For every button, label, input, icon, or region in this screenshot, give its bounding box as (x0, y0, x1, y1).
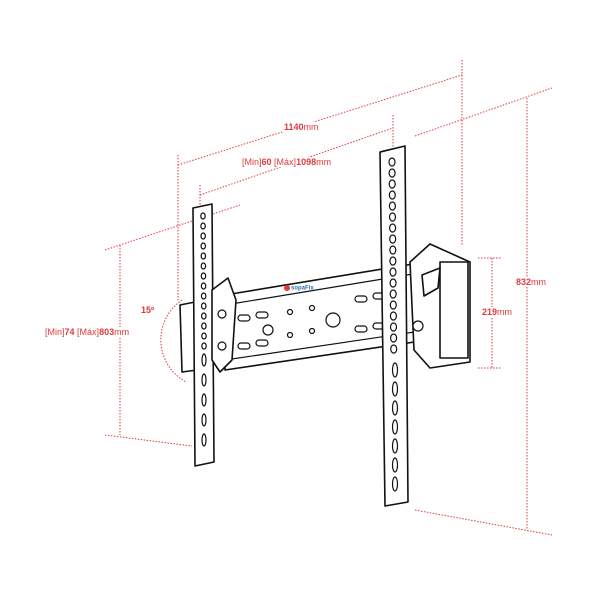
plate-hole (389, 256, 397, 266)
left-vertical-arm (179, 203, 237, 467)
plate-hole (201, 332, 207, 340)
plate-hole (201, 312, 207, 320)
brand-logo-icon (284, 285, 290, 291)
plate-hole (200, 302, 207, 310)
brand-logo: sopaFix (284, 285, 314, 292)
label-tilt-angle: 15º (139, 305, 157, 315)
label-total-height: 832mm (514, 277, 549, 287)
plate-hole (389, 300, 397, 310)
plate-hole (391, 438, 399, 454)
plate-hole (388, 212, 397, 222)
plate-hole (388, 179, 396, 189)
plate-hole (389, 322, 398, 332)
plate-hole (200, 262, 207, 270)
plate-hole (388, 157, 396, 167)
plate-hole (200, 272, 207, 280)
plate-hole (389, 278, 397, 288)
plate-hole (200, 252, 207, 260)
plate-holes (200, 157, 399, 492)
plate-hole (391, 419, 399, 435)
label-wall-plate-height: 219mm (480, 307, 515, 317)
plate-hole (200, 282, 207, 290)
plate-hole (391, 381, 399, 397)
plate-hole (391, 457, 399, 473)
plate-hole (389, 223, 397, 233)
plate-hole (201, 353, 207, 367)
plate-hole (391, 476, 399, 492)
plate-hole (201, 342, 207, 350)
plate-hole (200, 222, 206, 230)
label-total-width: 1140mm (282, 122, 321, 132)
plate-hole (388, 190, 396, 200)
plate-hole (391, 362, 399, 378)
plate-hole (200, 232, 206, 240)
plate-hole (388, 168, 396, 178)
label-arm-width: [Min]60 [Máx]1098mm (240, 157, 334, 167)
plate-hole (201, 373, 207, 387)
plate-hole (201, 413, 207, 427)
plate-hole (200, 212, 206, 220)
plate-hole (389, 234, 397, 244)
label-vertical-adjust: [Min]74 [Máx]803mm (43, 327, 132, 337)
plate-hole (201, 322, 207, 330)
plate-hole (391, 400, 399, 416)
plate-hole (389, 267, 397, 277)
plate-hole (200, 292, 207, 300)
plate-hole (390, 333, 398, 343)
plate-hole (389, 289, 397, 299)
plate-hole (201, 433, 207, 447)
plate-hole (201, 393, 207, 407)
plate-hole (388, 201, 396, 211)
plate-hole (200, 242, 207, 250)
plate-hole (389, 311, 397, 321)
plate-hole (389, 245, 397, 255)
plate-hole (390, 344, 398, 354)
